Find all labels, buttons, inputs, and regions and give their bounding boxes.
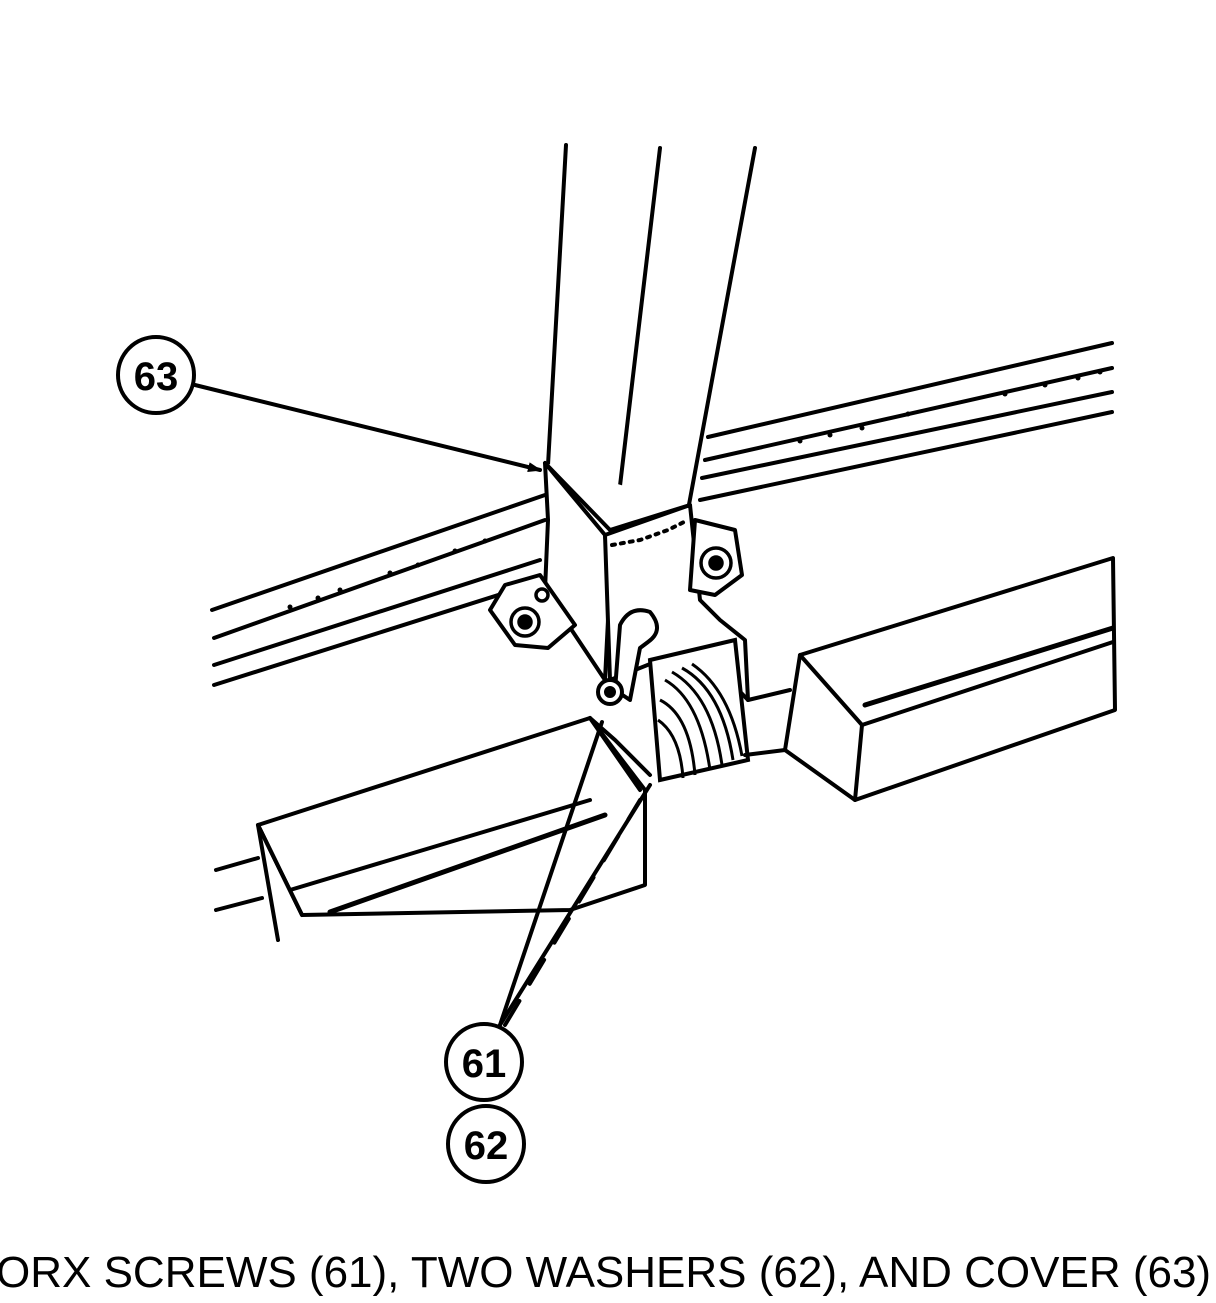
callout-61-label: 61 (462, 1042, 507, 1086)
callout-62: 62 (446, 1104, 526, 1184)
leader-lines (193, 383, 652, 1027)
callout-63: 63 (116, 335, 196, 415)
latch-lever (596, 608, 659, 706)
left-bolt-icon (509, 587, 550, 638)
front-left-rail-edges (214, 856, 264, 912)
callout-61: 61 (444, 1022, 524, 1102)
rail-rivet-dots (287, 369, 1103, 610)
figure-caption: ORX SCREWS (61), TWO WASHERS (62), AND C… (0, 1248, 1212, 1297)
right-bolt-icon (699, 546, 733, 580)
center-channel (588, 688, 792, 777)
front-right-rail (783, 556, 1117, 802)
vertical-post (546, 143, 757, 530)
callout-63-label: 63 (134, 355, 179, 399)
front-left-rail (256, 716, 647, 942)
spring-hatching (657, 662, 744, 779)
callout-62-label: 62 (464, 1124, 509, 1168)
